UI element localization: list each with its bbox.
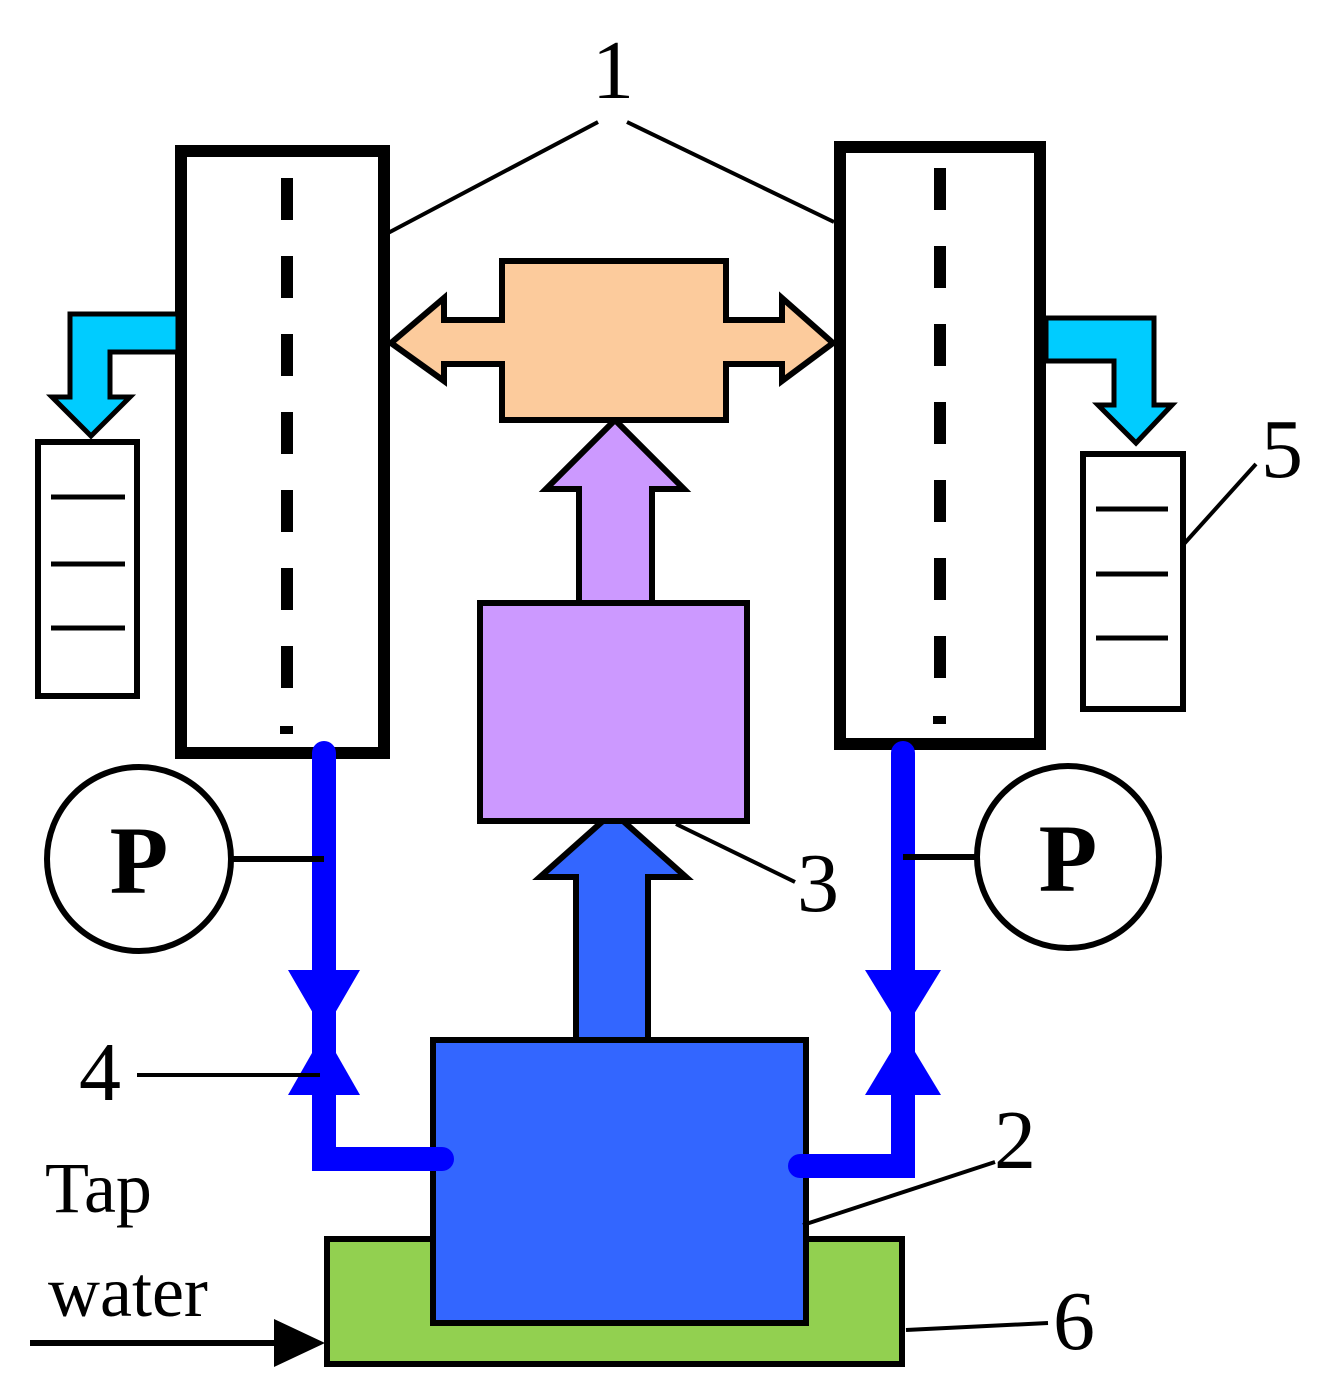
collection-vessel-left: [35, 439, 140, 699]
label-3: 3: [797, 837, 839, 930]
leader-1b: [626, 120, 835, 224]
label-2: 2: [994, 1094, 1036, 1187]
leader-6: [905, 1321, 1049, 1332]
leader-2: [802, 1160, 996, 1227]
tap-water-label-line1: Tap: [45, 1148, 152, 1228]
collection-vessel-right: [1080, 451, 1186, 712]
pressure-gauge-right: [974, 763, 1162, 951]
leader-5: [1181, 462, 1258, 547]
label-1: 1: [592, 24, 634, 117]
water-tank: [430, 1037, 809, 1326]
valve-right: [865, 970, 941, 1032]
outflow-arrow-right: [1043, 315, 1178, 447]
leader-3: [675, 822, 796, 884]
valve-left: [288, 970, 360, 1032]
pipe-right: [788, 741, 915, 1178]
leader-1a: [387, 120, 599, 235]
pressure-gauge-left: [44, 764, 234, 954]
heat-exchanger: [386, 258, 838, 423]
vapor-up-arrow: [532, 807, 694, 1043]
label-4: 4: [79, 1026, 121, 1119]
valve-right: [865, 1032, 941, 1095]
purple-up-arrow: [538, 415, 692, 606]
tap-water-label-line2: water: [48, 1252, 208, 1332]
pipe-left: [312, 741, 454, 1171]
pressure-gauge-left-label: P: [110, 807, 169, 914]
upper-chamber: [477, 600, 750, 824]
pressure-gauge-right-label: P: [1039, 805, 1098, 912]
outflow-arrow-left: [45, 311, 181, 440]
tap-water-arrow-head: [274, 1319, 325, 1367]
label-5: 5: [1261, 403, 1303, 496]
label-6: 6: [1053, 1275, 1095, 1368]
valve-left: [288, 1032, 360, 1095]
